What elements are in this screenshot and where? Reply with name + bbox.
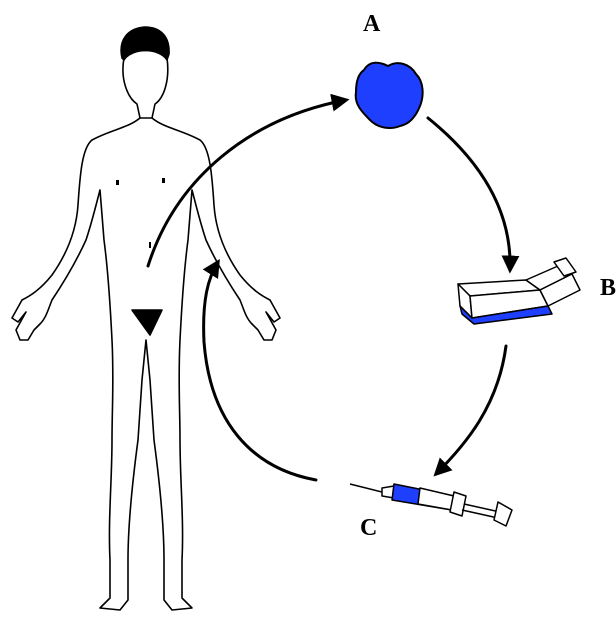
label-b: B <box>600 276 616 300</box>
label-c: C <box>360 516 377 540</box>
arrow-a-to-b <box>428 118 510 270</box>
navel <box>149 242 151 248</box>
hair-icon <box>121 27 169 60</box>
label-a: A <box>363 12 380 36</box>
groin-icon <box>132 310 162 335</box>
body-outline <box>12 118 280 610</box>
nipple-left <box>116 180 119 185</box>
human-figure <box>12 27 280 610</box>
blue-blob-icon <box>356 63 423 128</box>
arrow-b-to-c <box>436 346 506 474</box>
nipple-right <box>162 178 165 183</box>
arrow-figure-to-a <box>148 100 346 266</box>
head-outline <box>123 58 168 118</box>
cycle-arrows <box>148 100 510 480</box>
culture-flask-icon <box>458 258 580 324</box>
